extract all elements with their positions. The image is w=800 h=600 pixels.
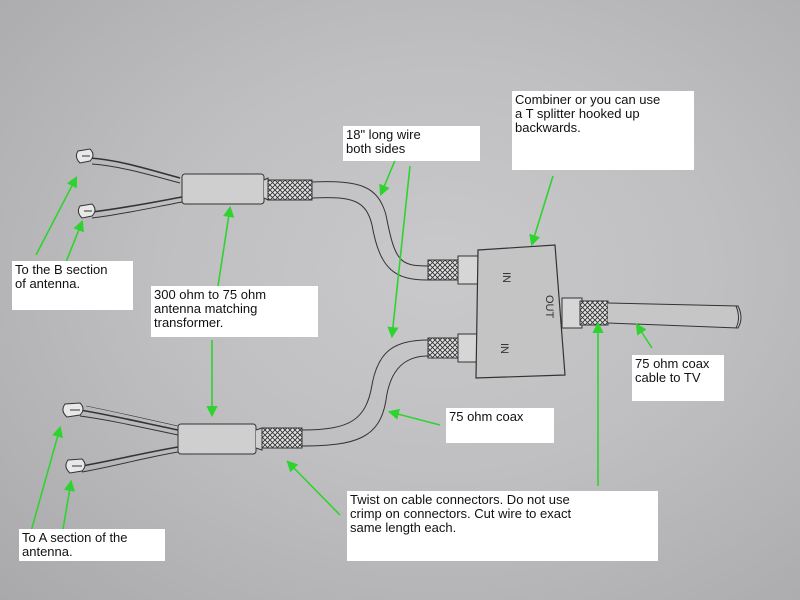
combiner-bottom-connector-braid-icon xyxy=(427,337,461,359)
arrow-twist-on-lower xyxy=(286,460,341,516)
upper-lead-wire-top xyxy=(89,157,181,179)
lower-transformer-icon xyxy=(177,423,257,455)
combiner-out-connector-nut-icon xyxy=(561,297,583,329)
lower-coax-cable xyxy=(301,339,429,431)
label-75-ohm-coax: 75 ohm coax xyxy=(446,408,554,443)
lower-cable-braid-icon xyxy=(261,427,303,449)
label-combiner: Combiner or you can use a T splitter hoo… xyxy=(512,91,694,170)
arrow-b-section-bottom xyxy=(65,219,84,263)
lower-transformer-assembly xyxy=(62,339,429,474)
combiner-box-icon xyxy=(475,244,566,379)
combiner-out-label: OUT xyxy=(543,295,555,319)
tv-coax-cable xyxy=(607,302,742,329)
label-a-section: To A section of the antenna. xyxy=(19,529,165,561)
arrow-combiner xyxy=(529,175,554,247)
arrow-18in-wire-lower xyxy=(387,165,411,339)
lower-lead-wire-top xyxy=(79,409,179,431)
pointer-arrows xyxy=(29,157,653,536)
combiner-assembly: IN IN OUT xyxy=(427,244,742,379)
combiner-top-connector-nut-icon xyxy=(457,255,481,285)
lower-lead-wire-bottom xyxy=(81,446,179,467)
arrow-transformer-upper xyxy=(217,205,235,287)
upper-coax-cable xyxy=(311,181,429,267)
arrow-a-section-top xyxy=(29,425,63,536)
upper-cable-braid-icon xyxy=(267,179,313,201)
label-18in-wire: 18" long wire both sides xyxy=(343,126,480,161)
label-twist-on-connectors: Twist on cable connectors. Do not use cr… xyxy=(347,491,658,561)
combiner-in-top-label: IN xyxy=(500,272,512,283)
arrow-75-coax xyxy=(387,408,441,426)
label-matching-transformer: 300 ohm to 75 ohm antenna matching trans… xyxy=(151,286,318,337)
arrow-b-section-top xyxy=(35,176,78,256)
upper-lead-wire-bottom xyxy=(91,196,183,213)
combiner-top-connector-braid-icon xyxy=(427,259,461,281)
combiner-out-connector-braid-icon xyxy=(579,300,609,326)
upper-transformer-icon xyxy=(181,173,265,205)
label-75-ohm-coax-to-tv: 75 ohm coax cable to TV xyxy=(632,355,724,401)
arrow-18in-wire-upper xyxy=(379,157,397,197)
arrow-75-coax-tv xyxy=(635,323,653,349)
upper-transformer-assembly xyxy=(75,148,429,281)
arrow-a-section-bottom xyxy=(61,479,76,536)
combiner-in-bottom-label: IN xyxy=(498,343,510,354)
label-b-section: To the B section of antenna. xyxy=(12,261,133,310)
